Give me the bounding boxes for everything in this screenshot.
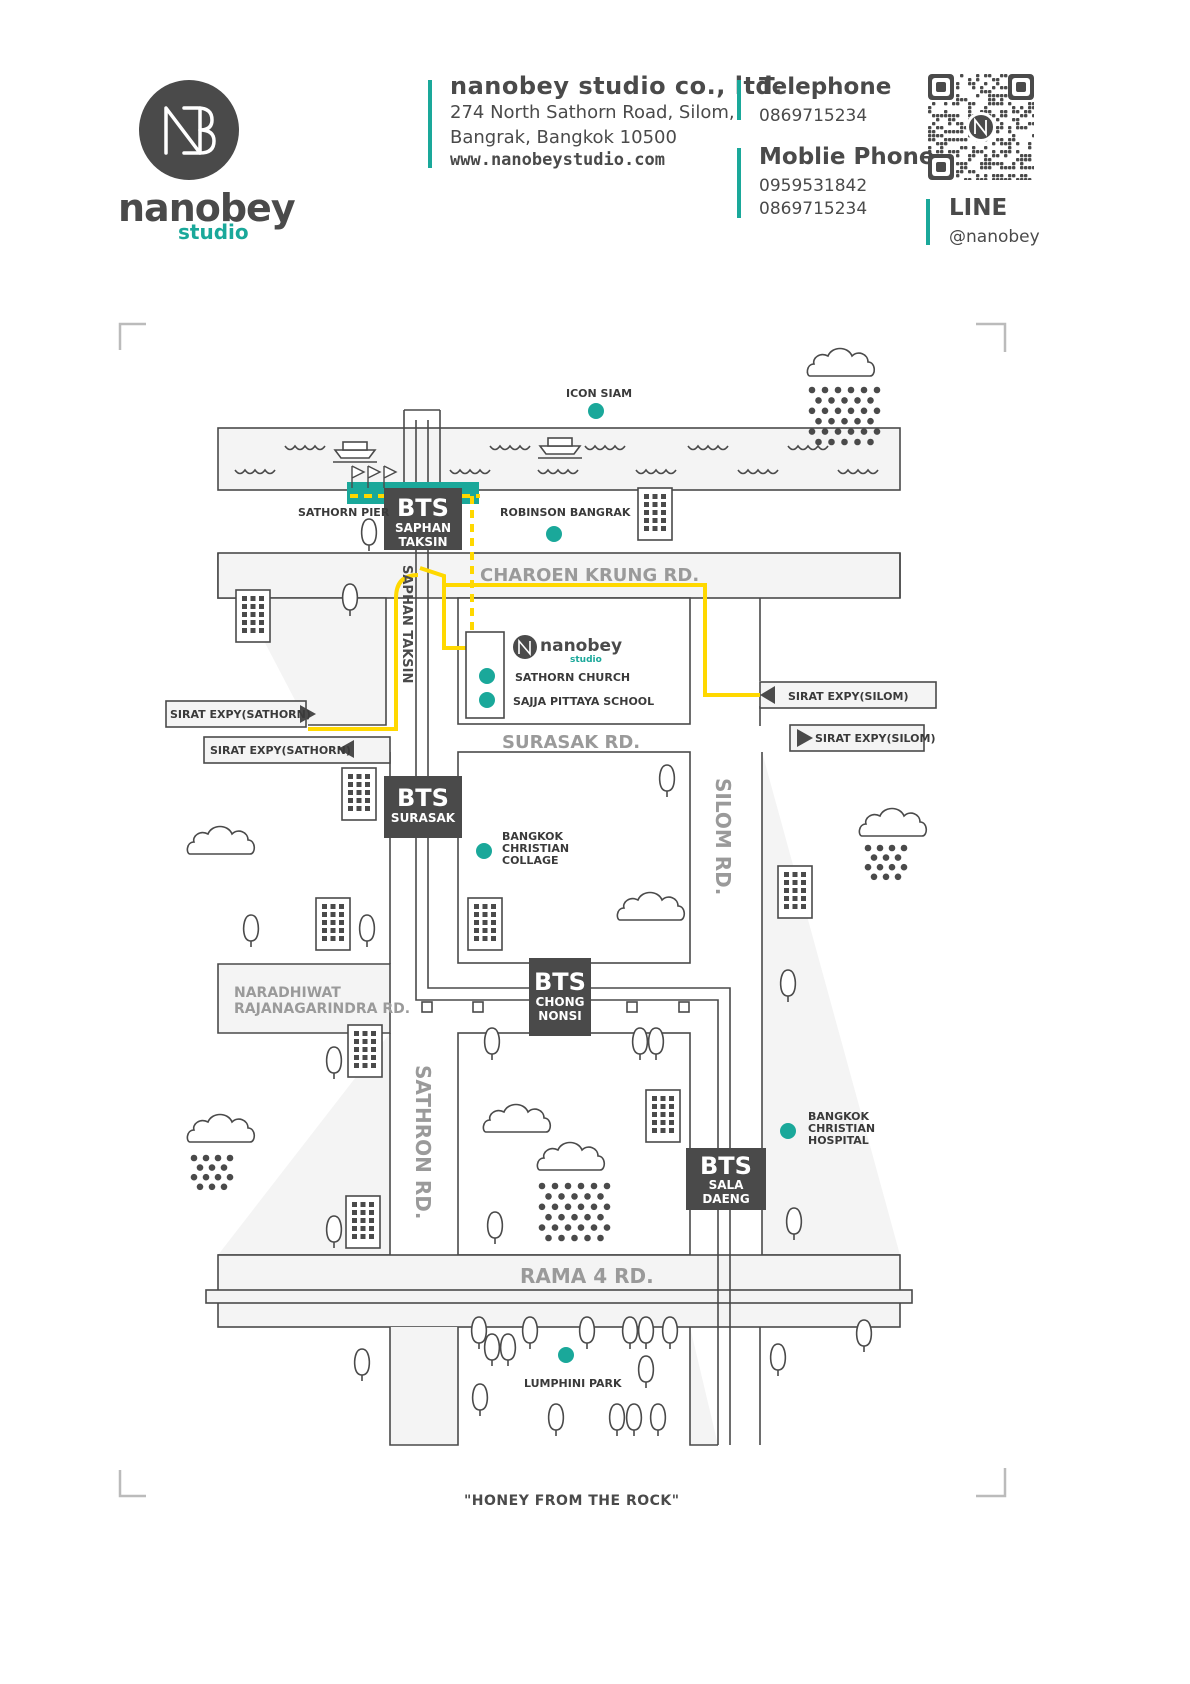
rain-dots bbox=[190, 386, 908, 1242]
logo-subtitle: studio bbox=[178, 220, 249, 244]
walking-route bbox=[308, 494, 760, 731]
station-name: SAPHAN bbox=[395, 521, 451, 535]
expy-sathorn-out: SIRAT EXPY(SATHORN) bbox=[210, 744, 351, 757]
road-surasak: SURASAK RD. bbox=[502, 732, 640, 753]
label-robinson: ROBINSON BANGRAK bbox=[500, 506, 631, 519]
address-line-2: Bangrak, Bangkok 10500 bbox=[450, 127, 677, 148]
label-icon-siam: ICON SIAM bbox=[566, 387, 632, 400]
logo-mark bbox=[139, 80, 239, 180]
station-name: TAKSIN bbox=[399, 535, 448, 549]
bts-station-surasak[interactable]: BTS SURASAK bbox=[384, 776, 462, 838]
robinson-marker[interactable] bbox=[546, 526, 562, 542]
logo-wordmark: nanobey bbox=[118, 186, 296, 230]
label-bcc-2: CHRISTIAN bbox=[502, 842, 569, 855]
road-rama4: RAMA 4 RD. bbox=[520, 1264, 654, 1288]
telephone-divider bbox=[737, 80, 741, 120]
label-bcc-3: COLLAGE bbox=[502, 854, 559, 867]
label-bch-1: BANGKOK bbox=[808, 1110, 870, 1123]
line-id[interactable]: @nanobey bbox=[949, 227, 1040, 247]
telephone-number[interactable]: 0869715234 bbox=[759, 106, 868, 126]
label-sathorn-church: SATHORN CHURCH bbox=[515, 671, 630, 684]
station-name: SURASAK bbox=[391, 811, 456, 825]
label-bch-2: CHRISTIAN bbox=[808, 1122, 875, 1135]
station-name: DAENG bbox=[702, 1192, 749, 1206]
school-marker[interactable] bbox=[479, 692, 495, 708]
bts-label: BTS bbox=[700, 1152, 752, 1180]
mobile-number-1[interactable]: 0959531842 bbox=[759, 176, 868, 196]
icon-siam-marker[interactable] bbox=[588, 403, 604, 419]
line-title: LINE bbox=[949, 195, 1008, 221]
motto: "HONEY FROM THE ROCK" bbox=[464, 1493, 680, 1509]
label-bch-3: HOSPITAL bbox=[808, 1134, 869, 1147]
road-naradhiwat-1: NARADHIWAT bbox=[234, 985, 341, 1001]
company-name: nanobey studio co., ltd. bbox=[450, 72, 783, 100]
bts-pillars bbox=[421, 1001, 690, 1013]
bts-station-chong-nonsi[interactable]: BTS CHONG NONSI bbox=[529, 958, 591, 1036]
road-naradhiwat-2: RAJANAGARINDRA RD. bbox=[234, 1001, 410, 1017]
lumphini-marker[interactable] bbox=[558, 1347, 574, 1363]
expy-sathorn-in: SIRAT EXPY(SATHORN) bbox=[170, 708, 311, 721]
qr-code[interactable] bbox=[928, 74, 1036, 182]
road-silom: SILOM RD. bbox=[711, 778, 735, 895]
college-marker[interactable] bbox=[476, 843, 492, 859]
expy-silom-in: SIRAT EXPY(SILOM) bbox=[788, 690, 908, 703]
rama4-rail bbox=[205, 1289, 913, 1304]
mobile-title: Moblie Phone bbox=[759, 144, 935, 170]
station-name: CHONG bbox=[536, 995, 585, 1009]
expy-silom-out: SIRAT EXPY(SILOM) bbox=[815, 732, 935, 745]
label-lumphini: LUMPHINI PARK bbox=[524, 1377, 622, 1390]
label-sajja-school: SAJJA PITTAYA SCHOOL bbox=[513, 695, 654, 708]
station-name: SALA bbox=[709, 1178, 745, 1192]
telephone-title: Telephone bbox=[759, 74, 892, 100]
label-bcc-1: BANGKOK bbox=[502, 830, 564, 843]
road-sathron: SATHRON RD. bbox=[411, 1065, 435, 1219]
bts-label: BTS bbox=[397, 784, 449, 812]
studio-sub: studio bbox=[570, 655, 602, 665]
address-line-1: 274 North Sathorn Road, Silom, bbox=[450, 102, 735, 123]
road-saphan-taksin: SAPHAN TAKSIN bbox=[399, 565, 414, 683]
expressway-signs bbox=[165, 681, 937, 764]
line-divider bbox=[926, 199, 930, 245]
pier-flags-icon bbox=[351, 465, 398, 488]
company-divider bbox=[428, 80, 432, 168]
hospital-marker[interactable] bbox=[780, 1123, 796, 1139]
frame-corners bbox=[118, 322, 1007, 1498]
mobile-number-2[interactable]: 0869715234 bbox=[759, 199, 868, 219]
website-link[interactable]: www.nanobeystudio.com bbox=[450, 150, 665, 170]
label-sathorn-pier: SATHORN PIER bbox=[298, 506, 390, 519]
bts-station-sala-daeng[interactable]: BTS SALA DAENG bbox=[686, 1148, 766, 1210]
station-name: NONSI bbox=[538, 1009, 581, 1023]
bts-label: BTS bbox=[534, 968, 586, 996]
mobile-divider bbox=[737, 148, 741, 218]
expressway-arrows bbox=[300, 686, 813, 758]
city-blocks bbox=[217, 552, 901, 1446]
bts-label: BTS bbox=[397, 494, 449, 522]
brand-logo: nanobey studio bbox=[118, 78, 296, 248]
road-charoen-krung: CHAROEN KRUNG RD. bbox=[480, 565, 699, 586]
bts-station-saphan-taksin[interactable]: BTS SAPHAN TAKSIN bbox=[384, 488, 462, 550]
church-marker[interactable] bbox=[479, 668, 495, 684]
studio-wordmark: nanobey bbox=[540, 636, 622, 656]
